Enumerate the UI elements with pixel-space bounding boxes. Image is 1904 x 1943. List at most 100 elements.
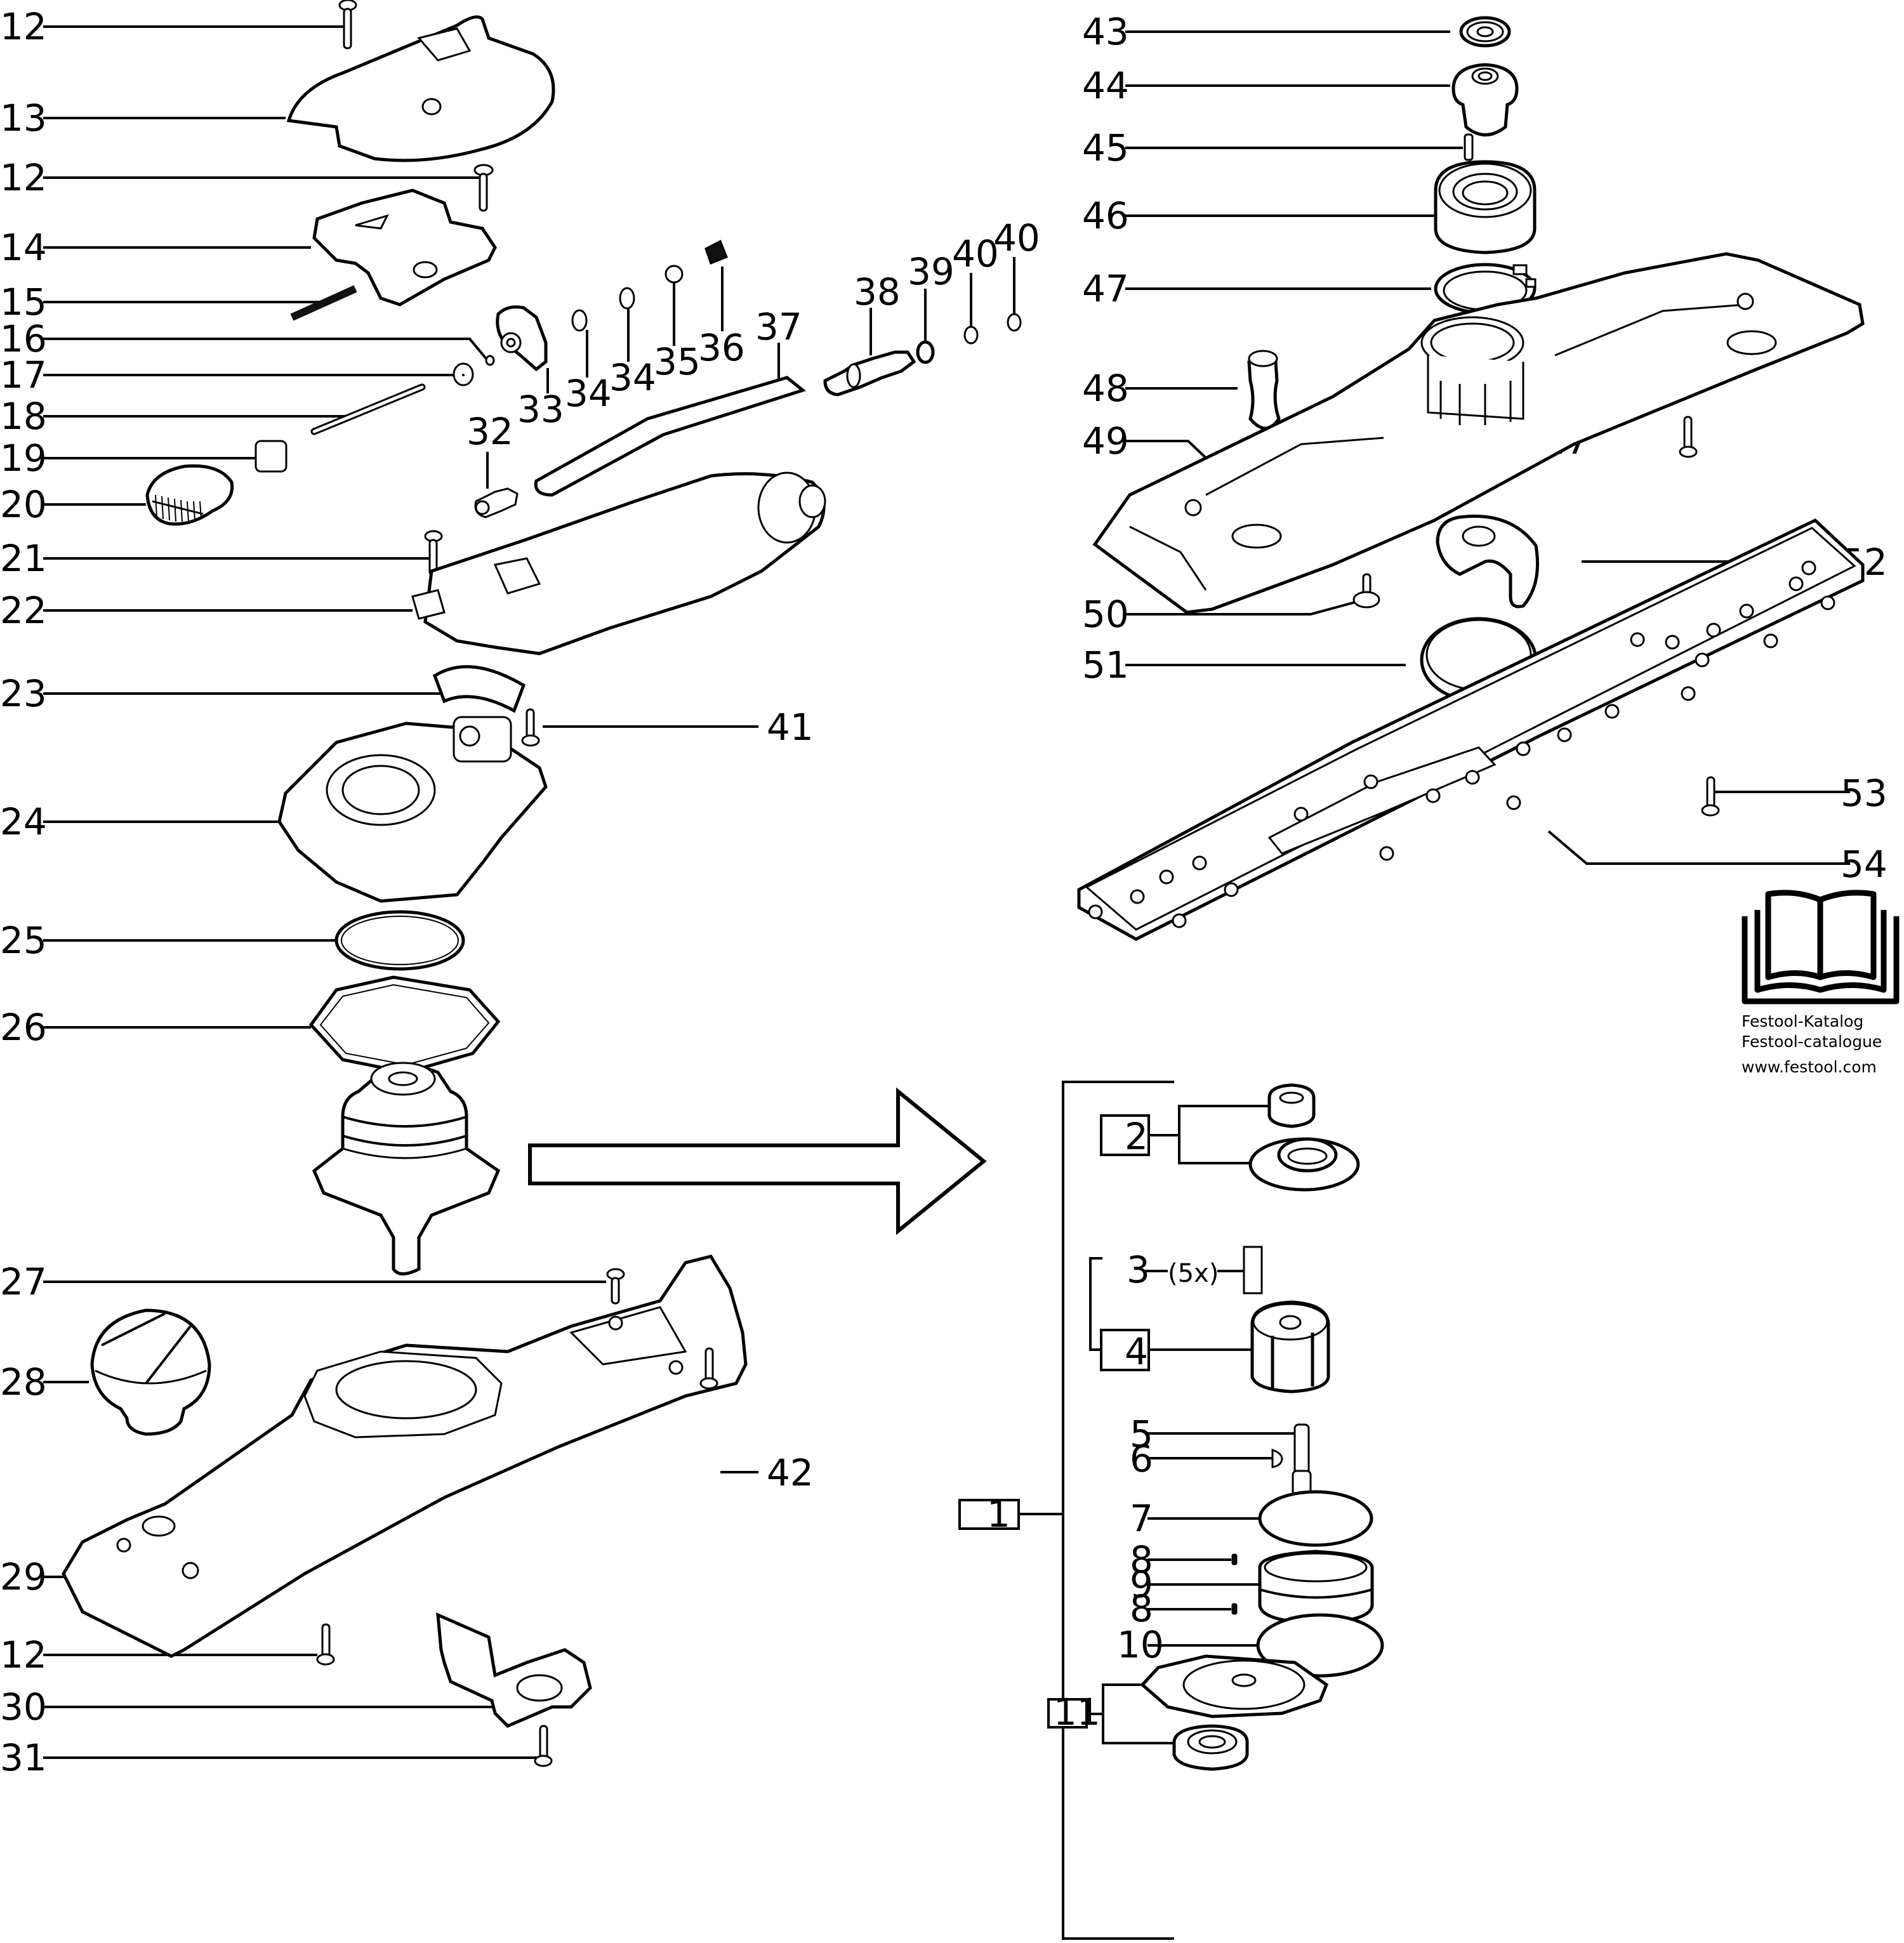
leader-line: [1547, 830, 1850, 865]
right-parts: [1077, 16, 1865, 941]
o-ring-part: [571, 309, 588, 332]
callout-33: 33: [517, 388, 564, 431]
callout-26: 26: [0, 1006, 47, 1049]
o-ring-part: [334, 910, 465, 971]
callout-46: 46: [1082, 194, 1129, 237]
callout-32: 32: [466, 410, 513, 453]
gasket-part: [308, 975, 501, 1074]
pin-part: [1231, 1603, 1238, 1615]
right-arrow-icon: [528, 1087, 987, 1235]
callout-22: 22: [0, 589, 47, 632]
end-plate-part: [1140, 1654, 1329, 1718]
callout-19: 19: [0, 437, 47, 480]
knob-part: [145, 464, 234, 526]
catalog-reference: Festool-Katalog Festool-catalogue www.fe…: [1742, 890, 1900, 1076]
screw-part: [338, 0, 357, 49]
leader-line: [43, 338, 490, 363]
screw-part: [699, 1347, 718, 1390]
o-ring-part: [1258, 1490, 1373, 1547]
cylinder-part: [1258, 1550, 1374, 1625]
leader-line: [1089, 1257, 1102, 1351]
o-ring-part: [916, 340, 935, 364]
callout-40: 40: [952, 232, 999, 275]
bushing-part: [1451, 63, 1519, 136]
spacer-part: [1247, 350, 1281, 430]
leader-line: [1102, 1683, 1174, 1744]
callout-47: 47: [1082, 267, 1129, 310]
screw-part: [606, 1268, 625, 1305]
bearing-seat-part: [1248, 1137, 1360, 1192]
open-book-icon: [1742, 890, 1900, 1004]
callout-38: 38: [854, 270, 901, 313]
o-ring-part: [1007, 313, 1022, 332]
base-plate-part: [1077, 518, 1865, 941]
kit-box-1: [958, 1499, 1020, 1530]
callout-2: 2: [1125, 1115, 1148, 1158]
base-frame-part: [1092, 252, 1865, 614]
vane-part: [1243, 1246, 1263, 1294]
callout-39: 39: [908, 250, 955, 293]
switch-housing-part: [312, 188, 497, 306]
callout-20: 20: [0, 483, 47, 526]
rotor-part: [1250, 1300, 1330, 1393]
callout-12: 12: [0, 5, 47, 48]
callout-25: 25: [0, 919, 47, 962]
screw-hole: [421, 98, 442, 115]
screw-part: [1701, 776, 1720, 817]
callout-12: 12: [0, 156, 47, 199]
callout-41: 41: [767, 706, 814, 749]
o-ring-part: [963, 326, 979, 345]
pin-part: [1231, 1553, 1238, 1565]
callout-12: 12: [0, 1633, 47, 1676]
callout-40: 40: [993, 216, 1040, 260]
callout-51: 51: [1082, 643, 1129, 687]
callout-4: 4: [1125, 1330, 1148, 1373]
callout-24: 24: [0, 800, 47, 843]
screw-part: [424, 530, 443, 576]
callout-1: 1: [987, 1492, 1010, 1536]
callout-34: 34: [565, 372, 612, 415]
callout-21: 21: [0, 537, 47, 580]
cap-part: [255, 440, 288, 473]
callout-35: 35: [654, 340, 701, 383]
lever-part: [1436, 514, 1539, 609]
callout-29: 29: [0, 1555, 47, 1598]
mid-callouts: 41 42: [543, 706, 814, 1494]
key-part: [1271, 1448, 1283, 1468]
shield-part: [432, 665, 526, 713]
callout-14: 14: [0, 226, 47, 269]
o-ring-part: [619, 287, 635, 310]
pin-part: [290, 285, 357, 321]
gear-housing-part: [277, 716, 548, 903]
ball-part: [664, 265, 684, 284]
fitting-part: [474, 487, 519, 518]
motor-housing-part: [411, 471, 826, 655]
catalog-text-de: Festool-Katalog: [1742, 1012, 1863, 1031]
knob-part: [90, 1308, 211, 1436]
top-cover-part: [286, 15, 555, 162]
callout-49: 49: [1082, 419, 1129, 463]
callout-54: 54: [1841, 843, 1887, 886]
washer-part: [1459, 16, 1511, 48]
catalog-text-en: Festool-catalogue: [1742, 1032, 1882, 1051]
callout-36: 36: [698, 326, 745, 369]
bearing-part: [1434, 160, 1537, 254]
screw-part: [316, 1623, 335, 1666]
screw-part: [534, 1725, 553, 1767]
callout-34: 34: [609, 356, 656, 399]
bearing-part: [1172, 1724, 1249, 1771]
callout-17: 17: [0, 353, 47, 397]
screw-part: [1679, 416, 1698, 458]
screw-part: [521, 708, 540, 747]
callout-44: 44: [1082, 64, 1129, 107]
right-callouts: 43 44 45 46 47 48 49 27 52 50 51 53 54: [1082, 10, 1887, 886]
callout-23: 23: [0, 672, 47, 715]
vent-slot: [417, 27, 472, 62]
motor-assembly-part: [312, 1062, 501, 1275]
bearing-part: [1267, 1083, 1316, 1128]
socket-detail: [413, 261, 438, 279]
slot-detail: [355, 214, 389, 230]
valve-stem-part: [823, 350, 916, 397]
callout-37: 37: [755, 305, 802, 348]
